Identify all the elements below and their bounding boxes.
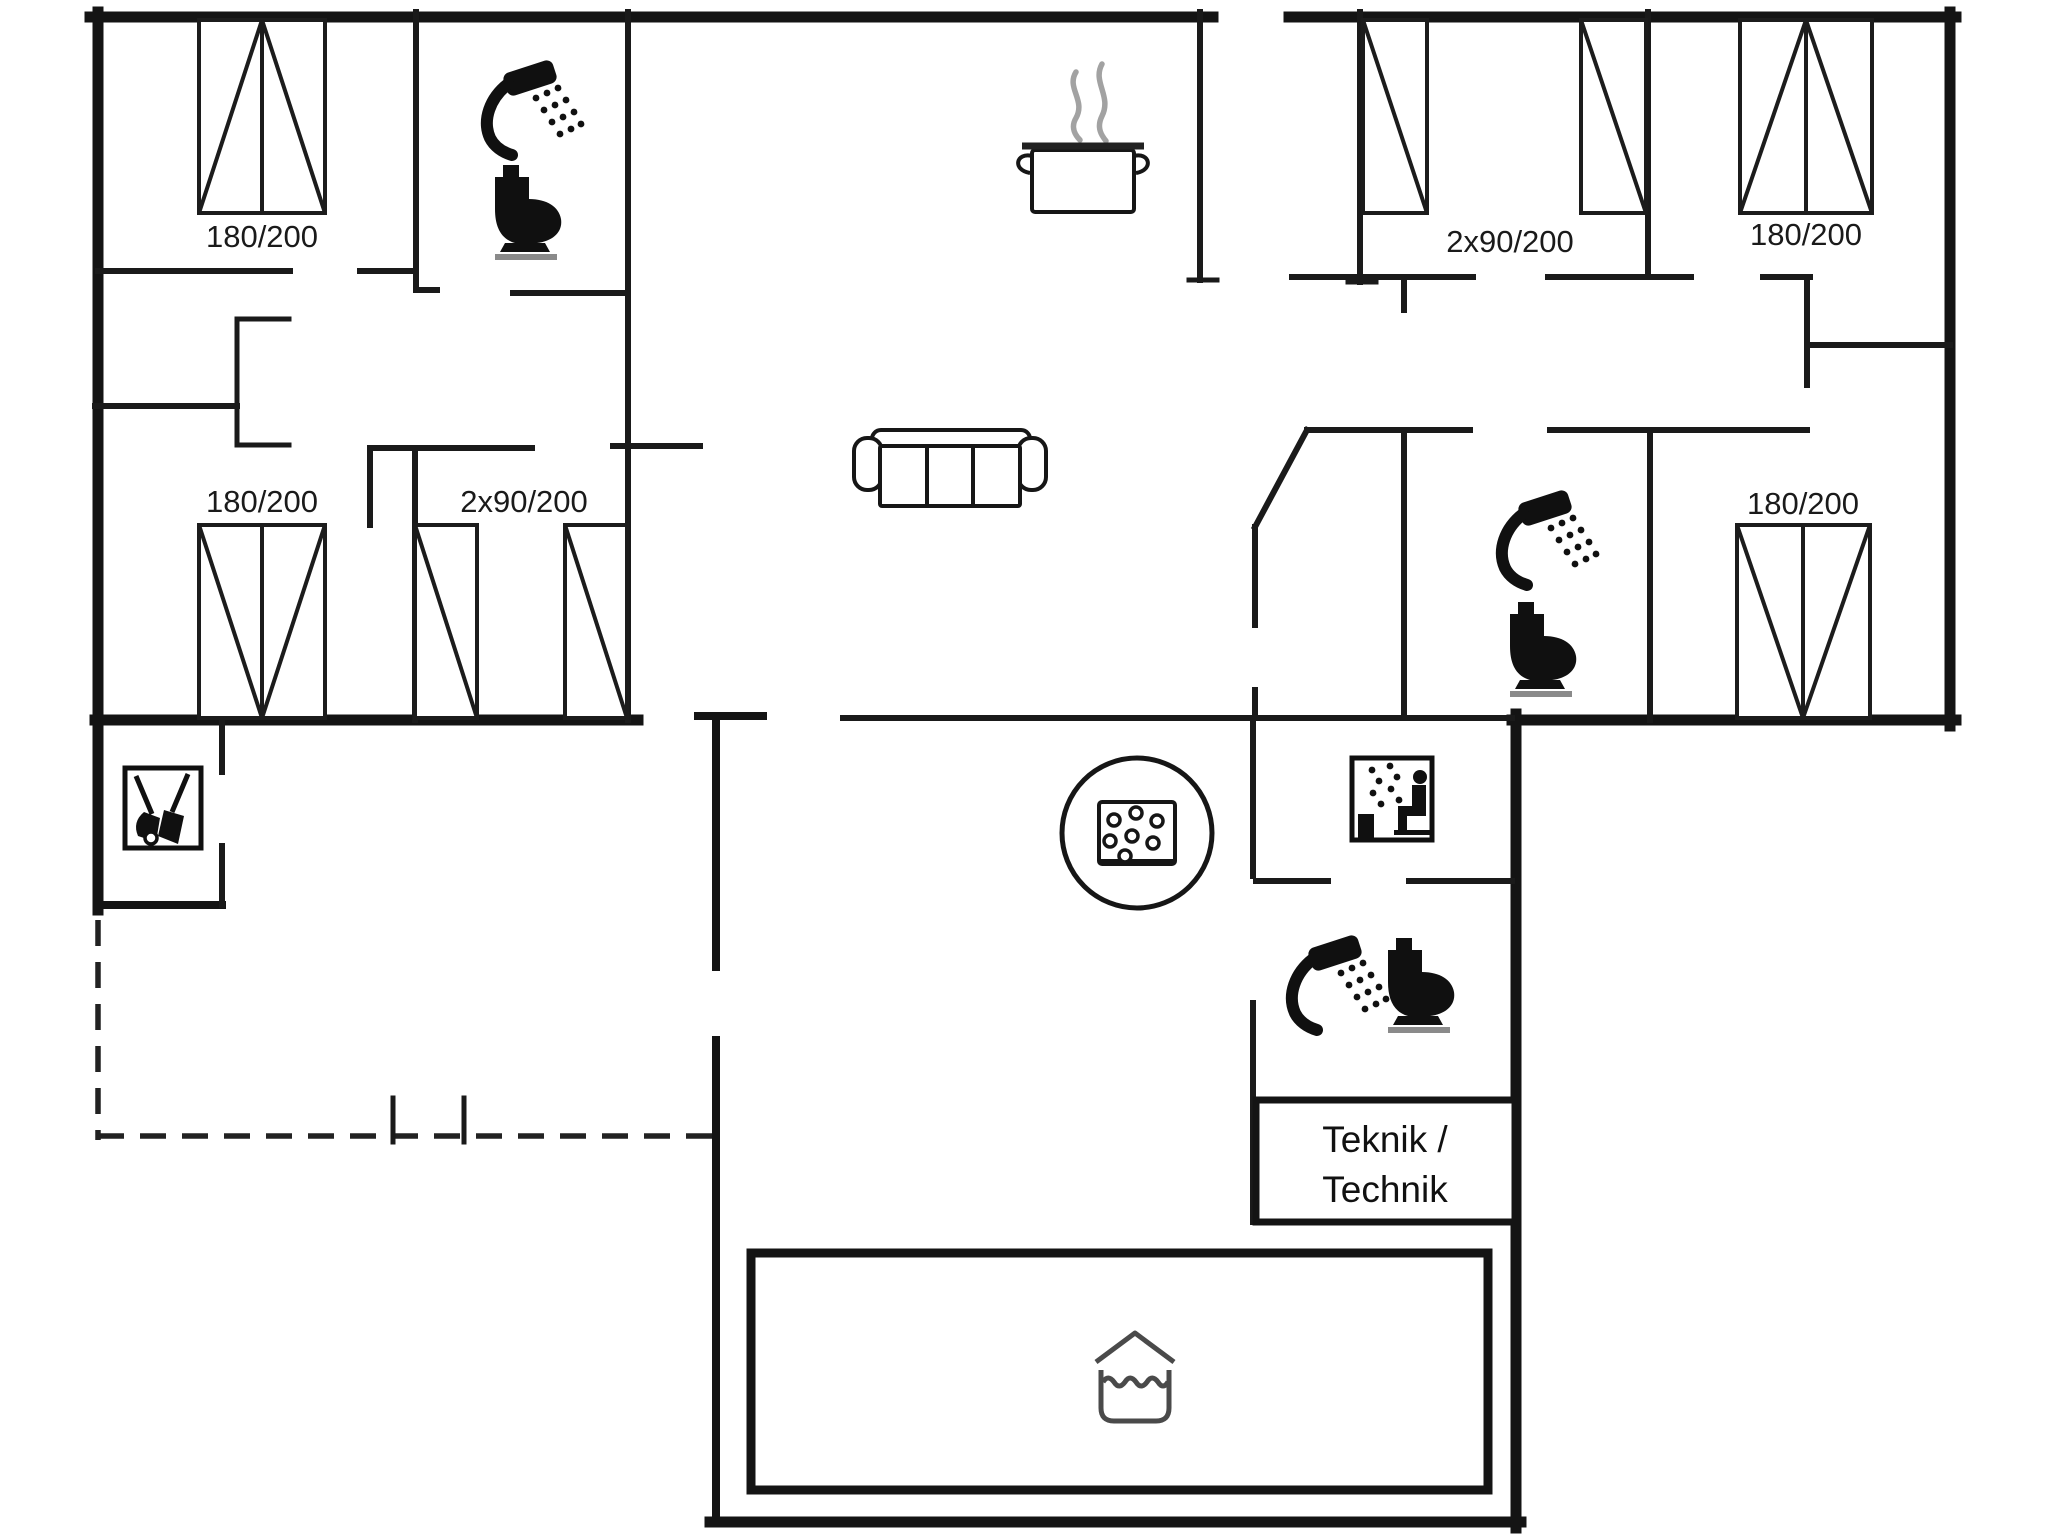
technical-room-label: Teknik / Technik xyxy=(1322,1119,1448,1210)
shower-icon xyxy=(1502,489,1600,585)
bed-double-top-left xyxy=(197,18,327,215)
interior-walls xyxy=(92,9,1953,1495)
terrace-outline xyxy=(95,920,716,1145)
shower-icon xyxy=(487,59,585,155)
toilet-icon xyxy=(1388,938,1455,1033)
bed-size-label: 180/200 xyxy=(1750,217,1862,252)
sofa-icon xyxy=(852,428,1048,508)
svg-text:Technik: Technik xyxy=(1322,1169,1448,1210)
bed-size-label: 180/200 xyxy=(1747,486,1859,521)
bed-single-mid-left-2 xyxy=(563,523,629,720)
bed-size-label: 180/200 xyxy=(206,484,318,519)
bed-single-top-right-1 xyxy=(1361,18,1429,215)
whirlpool-icon xyxy=(1059,755,1215,911)
bed-size-label: 2x90/200 xyxy=(1446,224,1574,259)
pool-basin xyxy=(746,1248,1493,1495)
bed-size-label: 2x90/200 xyxy=(460,484,588,519)
cooking-pot-icon xyxy=(1016,61,1150,214)
sauna-icon xyxy=(1349,755,1435,843)
cleaning-closet-icon xyxy=(122,765,204,851)
bed-double-top-right xyxy=(1738,18,1874,215)
bed-size-label: 180/200 xyxy=(206,219,318,254)
toilet-icon xyxy=(1510,602,1577,697)
toilet-icon xyxy=(495,165,562,260)
bed-single-mid-left-1 xyxy=(413,523,479,720)
pool-icon xyxy=(1094,1330,1176,1424)
technical-room-box xyxy=(1252,1096,1519,1226)
bed-single-top-right-2 xyxy=(1579,18,1648,215)
shower-icon xyxy=(1292,934,1390,1030)
bed-double-mid-left xyxy=(197,523,327,720)
svg-text:Teknik /: Teknik / xyxy=(1322,1119,1448,1160)
bed-double-mid-right xyxy=(1735,523,1872,720)
